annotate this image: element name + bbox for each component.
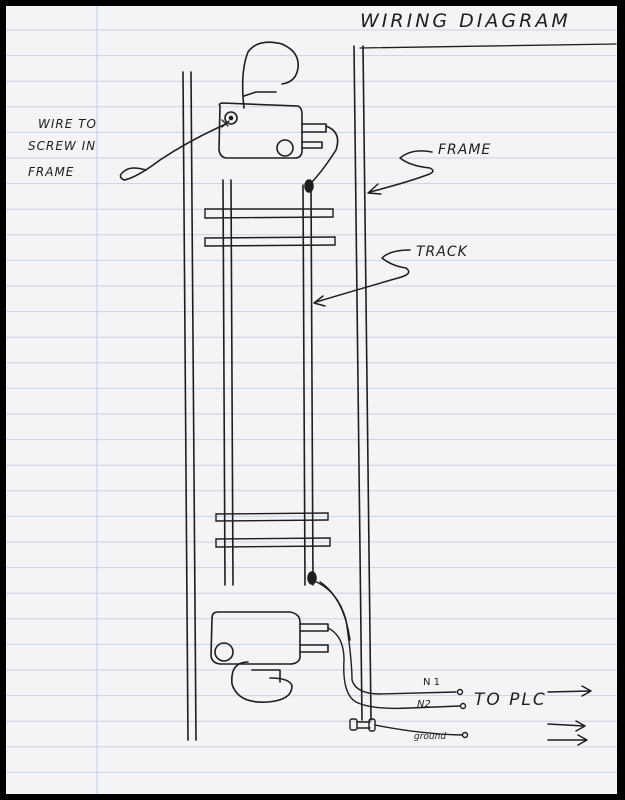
label-frame-small: FRAME [28,165,75,179]
top-switch-screw [224,111,238,125]
bottom-track-connection [307,571,317,585]
top-track-connection [304,179,314,193]
track-pointer [313,249,411,307]
label-n2: N2 [417,699,431,710]
top-switch-lever [241,41,299,109]
frame-pointer [367,150,434,195]
track-right-rail [302,184,314,586]
label-ground: ground [414,732,447,742]
label-wire-to: WIRE TO [38,117,97,131]
ground-connection [349,718,469,739]
diagram-title: WIRING DIAGRAM [360,10,571,32]
bottom-switch-mount-hole [214,642,234,662]
top-switch-mount-hole [276,139,294,157]
top-switch-wire [309,125,339,185]
label-track: TRACK [416,244,468,260]
bottom-limit-switch [210,611,329,703]
label-n1: N 1 [423,677,441,688]
label-frame: FRAME [438,142,492,158]
wire-n2 [327,627,461,710]
plc-arrows [547,685,592,746]
track-left-rail [222,179,234,586]
wire-to-screw-pointer [119,123,227,181]
frame-right-rail [353,45,372,721]
frame-left-rail [182,71,197,741]
label-to-plc: TO PLC [474,690,547,710]
label-screw-in: SCREW IN [28,139,97,153]
top-limit-switch [218,41,339,185]
plc-wires [311,579,467,710]
track-crosstie-bottom [215,512,331,548]
bottom-switch-lever [231,661,293,703]
track-crosstie-top [204,208,336,247]
title-underline [359,43,617,49]
